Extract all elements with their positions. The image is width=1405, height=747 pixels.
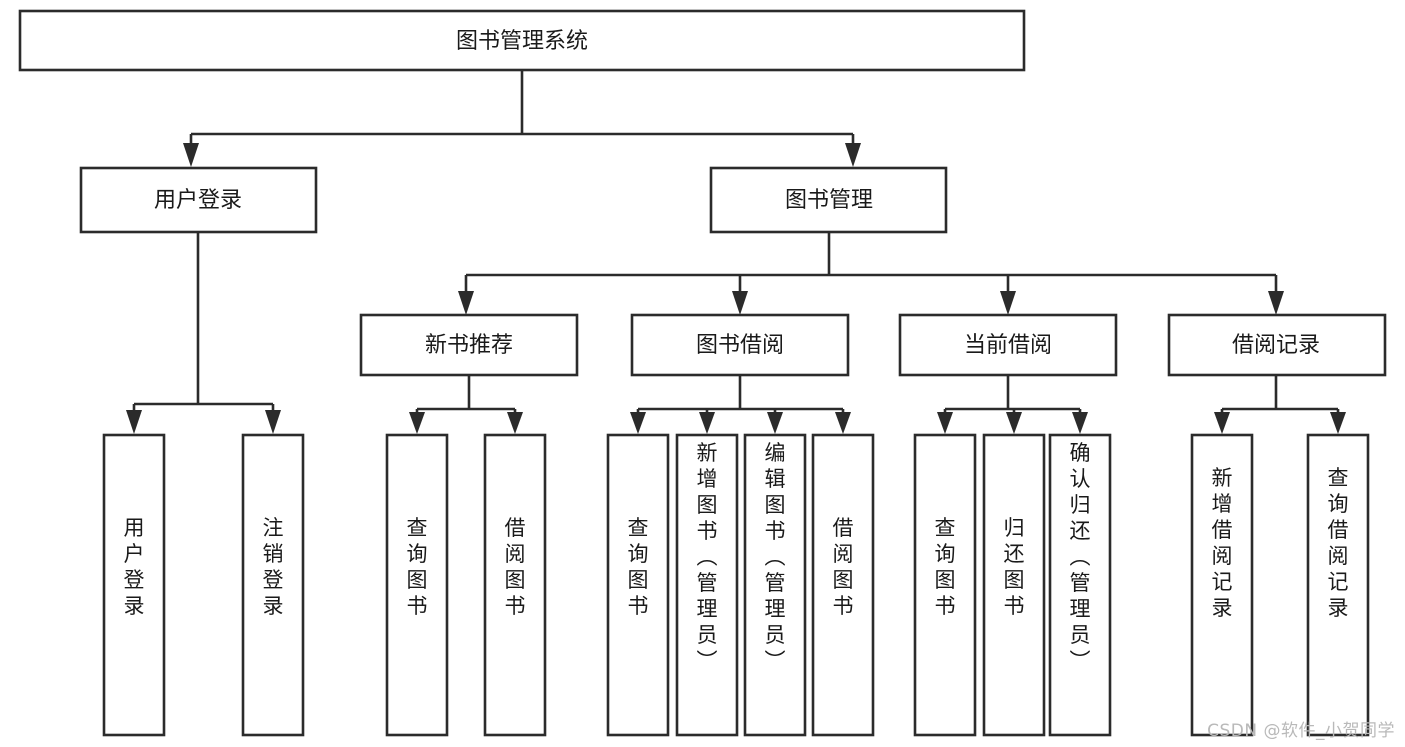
node-root-label: 图书管理系统 [456,29,588,54]
arrow-head-icon [835,412,851,434]
connector-currentborrow-to-leaves [937,375,1088,434]
leaf-book-borrow-1[interactable]: 新增图书︵管理员︶ [675,433,739,737]
leaf-user-login-0-label: 用户登录 [124,516,145,618]
arrow-head-icon [732,291,748,315]
arrow-head-icon [507,412,523,434]
connector-borrowrecord-to-leaves [1214,375,1346,434]
node-user-login[interactable]: 用户登录 [79,166,318,234]
node-user-login-label: 用户登录 [154,188,242,213]
connector-bookmgmt-to-level2 [458,232,1284,315]
leaf-current-borrow-0-label: 查询图书 [935,516,956,618]
node-book-management[interactable]: 图书管理 [709,166,948,234]
leaf-book-borrow-2[interactable]: 编辑图书︵管理员︶ [743,433,807,737]
leaf-book-borrow-3[interactable]: 借阅图书 [811,433,875,737]
leaf-new-book-recommend-1-label: 借阅图书 [505,516,526,618]
leaf-book-borrow-0-label: 查询图书 [628,516,649,618]
arrow-head-icon [845,143,861,167]
leaf-borrow-record-0-label: 新增借阅记录 [1212,466,1233,620]
arrow-head-icon [126,410,142,434]
leaf-book-borrow-2-label: 编辑图书︵管理员︶ [765,441,786,673]
arrow-head-icon [767,412,783,434]
arrow-head-icon [265,410,281,434]
leaf-current-borrow-1[interactable]: 归还图书 [982,433,1046,737]
arrow-head-icon [630,412,646,434]
leaf-current-borrow-2[interactable]: 确认归还︵管理员︶ [1048,433,1112,737]
leaf-borrow-record-1-label: 查询借阅记录 [1328,466,1349,620]
node-current-borrow-label: 当前借阅 [964,333,1052,358]
leaf-user-login-0[interactable]: 用户登录 [102,433,166,737]
leaf-book-borrow-3-label: 借阅图书 [833,516,854,618]
arrow-head-icon [1072,412,1088,434]
leaf-current-borrow-1-label: 归还图书 [1004,516,1025,618]
node-book-borrow-label: 图书借阅 [696,333,784,358]
leaf-new-book-recommend-1[interactable]: 借阅图书 [483,433,547,737]
connector-newbook-to-leaves [409,375,523,434]
connector-userlogin-to-leaves [126,232,281,434]
arrow-head-icon [699,412,715,434]
arrow-head-icon [1214,412,1230,434]
node-borrow-record[interactable]: 借阅记录 [1167,313,1387,377]
leaf-book-borrow-0[interactable]: 查询图书 [606,433,670,737]
leaf-borrow-record-0[interactable]: 新增借阅记录 [1190,433,1254,737]
arrow-head-icon [937,412,953,434]
leaf-current-borrow-2-label: 确认归还︵管理员︶ [1070,441,1091,673]
leaf-book-borrow-1-label: 新增图书︵管理员︶ [697,441,718,673]
node-book-management-label: 图书管理 [785,188,873,213]
arrow-head-icon [183,143,199,167]
arrow-head-icon [409,412,425,434]
arrow-head-icon [1330,412,1346,434]
node-root-system[interactable]: 图书管理系统 [18,9,1026,72]
leaf-new-book-recommend-0[interactable]: 查询图书 [385,433,449,737]
arrow-head-icon [1268,291,1284,315]
arrow-head-icon [1006,412,1022,434]
node-new-book-recommend[interactable]: 新书推荐 [359,313,579,377]
node-new-book-recommend-label: 新书推荐 [425,333,513,358]
connector-bookborrow-to-leaves [630,375,851,434]
leaf-user-login-1-label: 注销登录 [263,516,284,618]
leaf-borrow-record-1[interactable]: 查询借阅记录 [1306,433,1370,737]
connector-root-to-level1 [183,70,861,167]
leaf-user-login-1[interactable]: 注销登录 [241,433,305,737]
leaf-current-borrow-0[interactable]: 查询图书 [913,433,977,737]
arrow-head-icon [1000,291,1016,315]
node-borrow-record-label: 借阅记录 [1232,333,1320,358]
node-current-borrow[interactable]: 当前借阅 [898,313,1118,377]
leaf-new-book-recommend-0-label: 查询图书 [407,516,428,618]
csdn-watermark: CSDN @软件_小贺同学 [1207,721,1395,741]
node-book-borrow[interactable]: 图书借阅 [630,313,850,377]
arrow-head-icon [458,291,474,315]
